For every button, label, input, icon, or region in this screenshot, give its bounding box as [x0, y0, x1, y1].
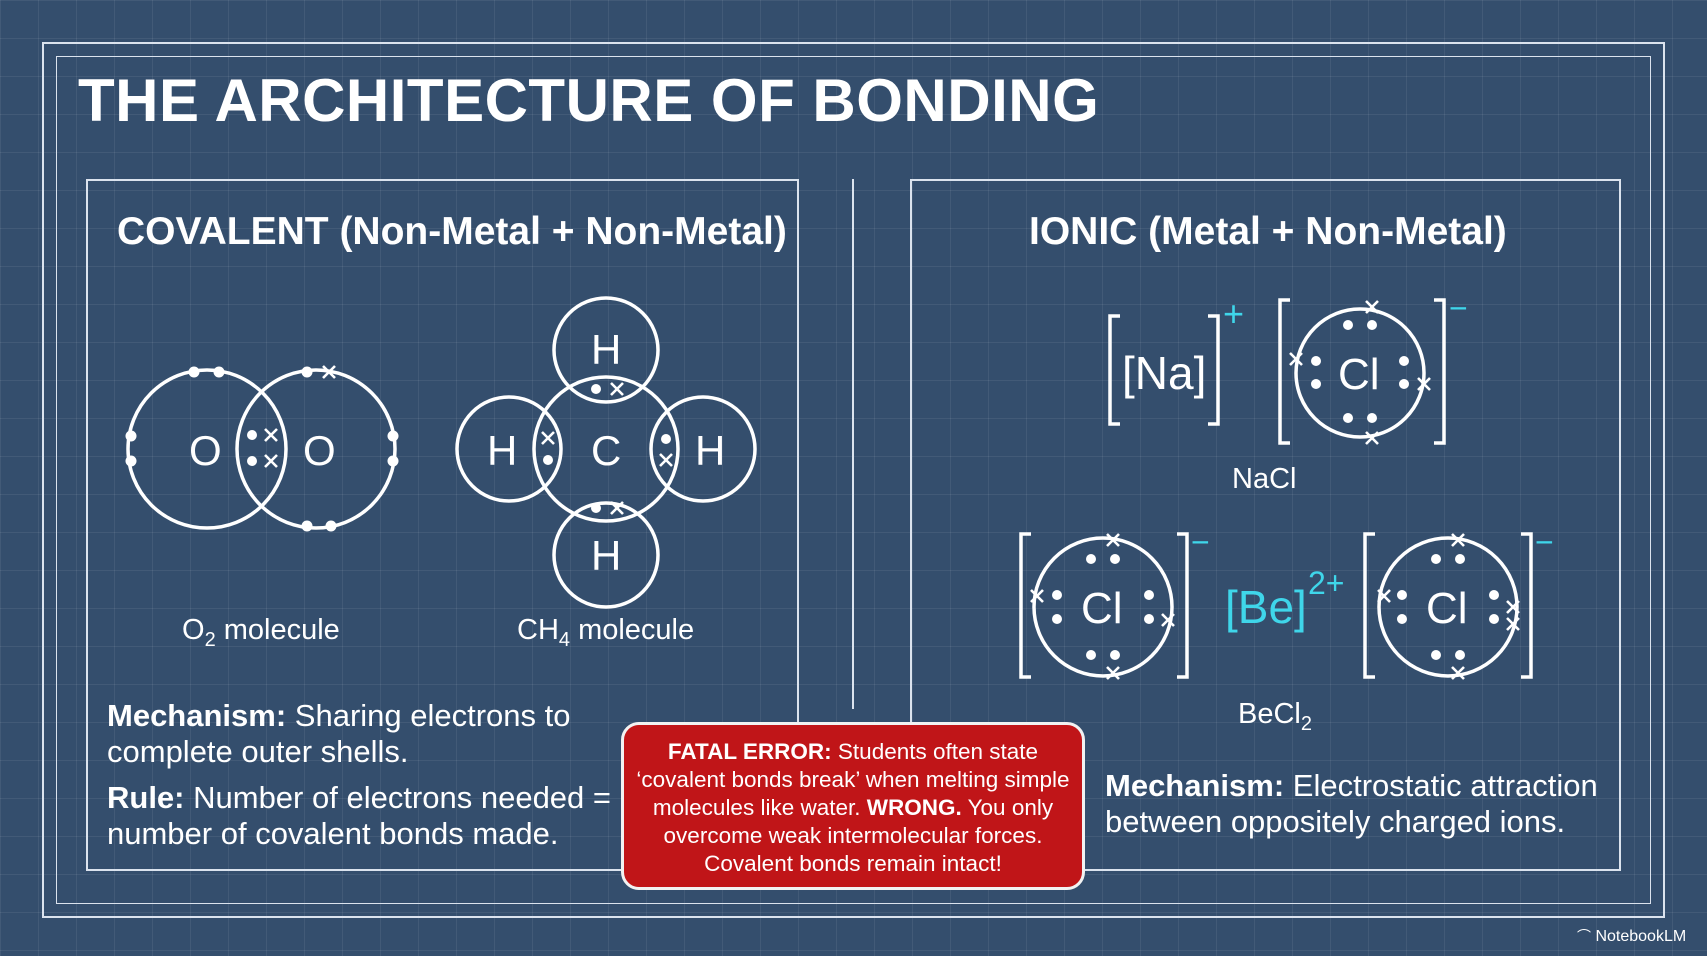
- o2-label: O2 molecule: [182, 614, 340, 651]
- notebooklm-brand: ⌒ NotebookLM: [1577, 928, 1687, 945]
- ch4-h-top: H: [591, 326, 622, 373]
- ch4-c-center: C: [591, 427, 622, 474]
- becl2-anion-right-charge: −: [1535, 524, 1554, 560]
- becl2-cl-left-shell: [1032, 536, 1174, 678]
- ch4-right-shell: [649, 395, 757, 503]
- fatal-error-box: FATAL ERROR: Students often state ‘coval…: [621, 722, 1085, 890]
- becl2-anion-right: Cl: [1426, 584, 1468, 633]
- nacl-cl-shell: [1294, 307, 1426, 439]
- outer-frame: [42, 42, 1665, 918]
- nacl-label: NaCl: [1232, 463, 1297, 495]
- becl2-anion-left: Cl: [1081, 584, 1123, 633]
- ch4-left-shell: [455, 395, 563, 503]
- panel-divider: [852, 179, 854, 709]
- nacl-cation: [Na]: [1122, 347, 1207, 399]
- o2-left-shell: [126, 368, 288, 530]
- covalent-heading: COVALENT (Non-Metal + Non-Metal): [117, 210, 787, 253]
- nacl-cation-charge: +: [1223, 293, 1245, 334]
- nacl-anion: Cl: [1338, 350, 1380, 399]
- becl2-cl-right-shell: [1377, 536, 1519, 678]
- becl2-label: BeCl2: [1238, 698, 1312, 735]
- ionic-mechanism: Mechanism: Electrostatic attraction betw…: [1105, 768, 1598, 839]
- covalent-rule: Rule: Number of electrons needed = numbe…: [107, 780, 612, 851]
- ch4-h-bottom: H: [591, 532, 622, 579]
- ch4-h-left: H: [487, 427, 518, 474]
- ch4-label: CH4 molecule: [517, 614, 695, 651]
- becl2-anion-left-charge: −: [1191, 524, 1210, 560]
- o2-right-shell: [235, 368, 397, 530]
- ch4-top-shell: [552, 296, 660, 404]
- becl2-cation-charge: 2+: [1308, 565, 1345, 601]
- ch4-h-right: H: [695, 427, 726, 474]
- page-title: THE ARCHITECTURE OF BONDING: [78, 67, 1100, 134]
- o2-atom-right: O: [303, 427, 336, 474]
- o2-atom-left: O: [189, 427, 222, 474]
- ch4-bottom-shell: [552, 501, 660, 609]
- nacl-anion-charge: −: [1449, 290, 1468, 326]
- inner-frame: [56, 56, 1651, 904]
- ionic-heading: IONIC (Metal + Non-Metal): [1029, 210, 1507, 253]
- covalent-mechanism: Mechanism: Sharing electrons to complete…: [107, 698, 571, 769]
- ch4-center-shell: [532, 375, 680, 523]
- becl2-cation: [Be]: [1225, 581, 1307, 633]
- covalent-panel: [86, 179, 799, 871]
- ionic-panel: [910, 179, 1621, 871]
- brand-icon: ⌒: [1577, 928, 1591, 944]
